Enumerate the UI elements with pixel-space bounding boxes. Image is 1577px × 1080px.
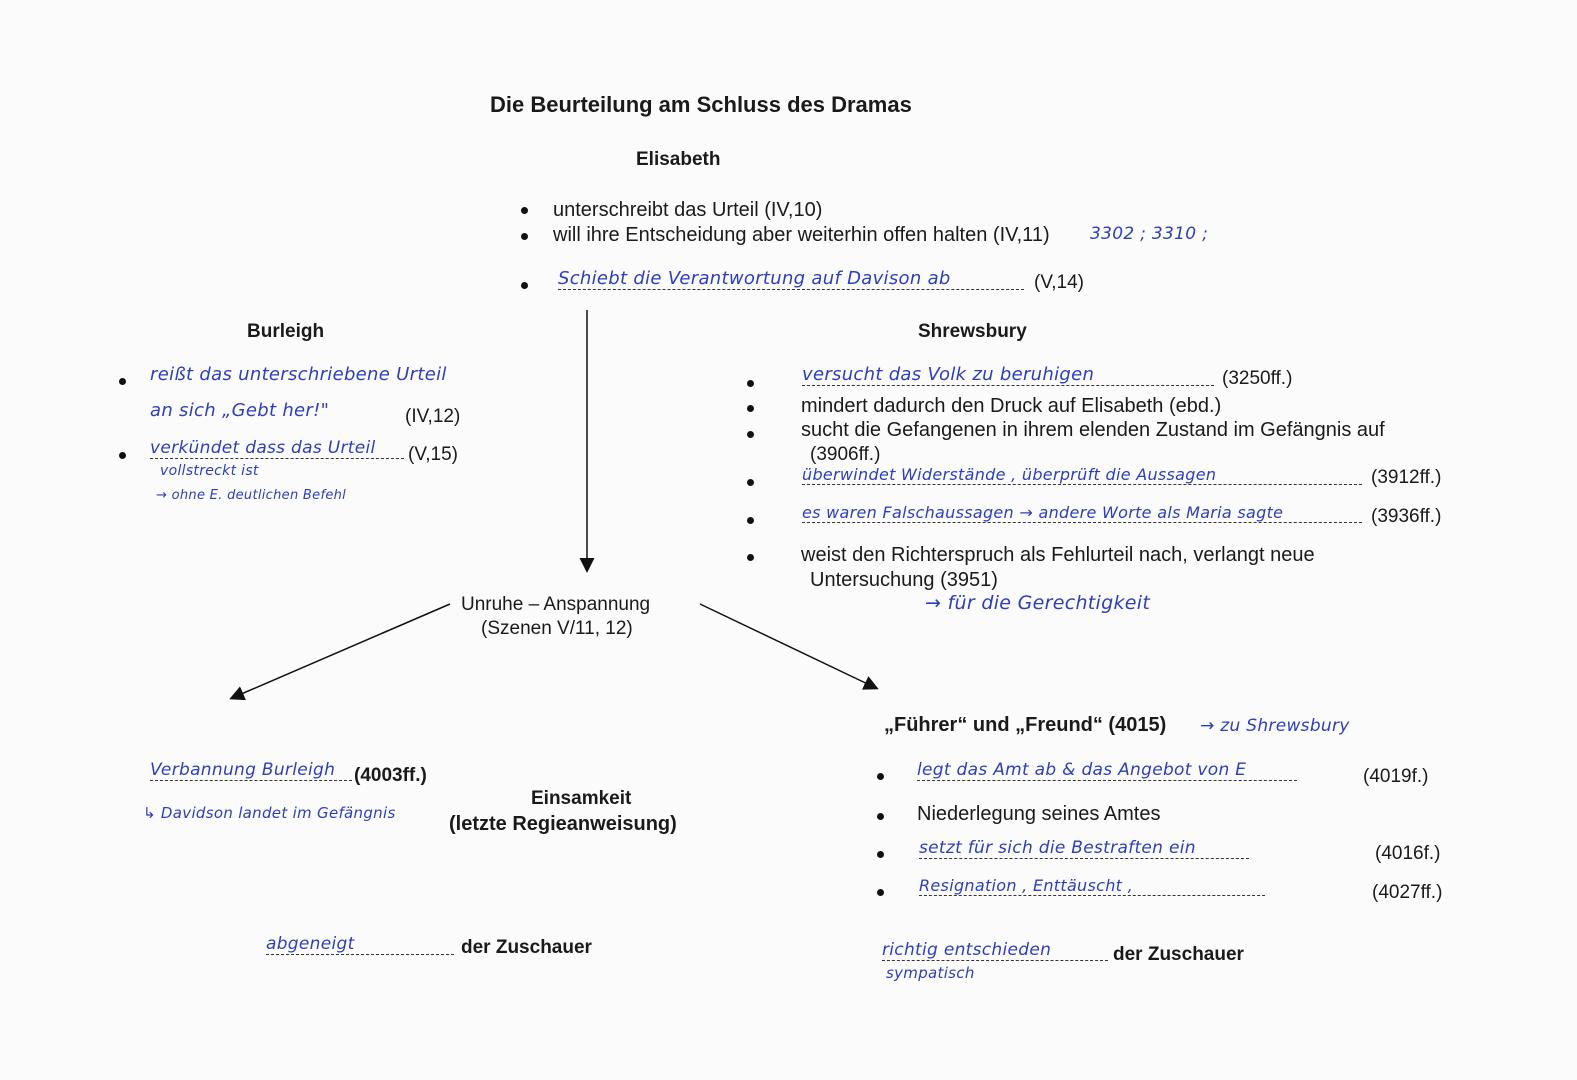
- bullet: [521, 233, 528, 240]
- center-line-2: (Szenen V/11, 12): [481, 618, 633, 639]
- burleigh-hw-1a: reißt das unterschriebene Urteil: [150, 364, 447, 385]
- shrewsbury-heading: Shrewsbury: [918, 321, 1027, 342]
- burleigh-hw-2b: vollstreckt ist: [160, 463, 259, 479]
- shrewsbury-item-6b: Untersuchung (3951): [810, 569, 998, 591]
- right-hw-5a: richtig entschieden: [882, 940, 1108, 961]
- right-item-2: Niederlegung seines Amtes: [917, 803, 1161, 825]
- shrewsbury-hw-4: überwindet Widerstände , überprüft die A…: [802, 465, 1362, 485]
- bullet: [747, 431, 754, 438]
- center-line-1: Unruhe – Anspannung: [461, 594, 651, 615]
- bullet: [119, 378, 126, 385]
- bullet: [747, 479, 754, 486]
- left-hw-2: ↳ Davidson landet im Gefängnis: [143, 804, 396, 822]
- bullet: [747, 380, 754, 387]
- bullet: [119, 452, 126, 459]
- elisabeth-item-1: unterschreibt das Urteil (IV,10): [553, 199, 823, 221]
- burleigh-ref-2: (V,15): [408, 444, 458, 465]
- bullet: [877, 889, 884, 896]
- shrewsbury-item-2: mindert dadurch den Druck auf Elisabeth …: [801, 395, 1222, 417]
- page-title: Die Beurteilung am Schluss des Dramas: [490, 92, 912, 117]
- burleigh-ref-1: (IV,12): [405, 406, 461, 427]
- right-ref-1: (4019f.): [1363, 766, 1429, 787]
- arrow-right: [699, 603, 879, 690]
- right-hw-4: Resignation , Enttäuscht ,: [919, 876, 1265, 896]
- shrewsbury-ref-5: (3936ff.): [1371, 506, 1442, 527]
- burleigh-heading: Burleigh: [247, 321, 325, 342]
- right-zuschauer: der Zuschauer: [1113, 944, 1244, 965]
- elisabeth-hw-item: Schiebt die Verantwortung auf Davison ab: [558, 268, 1024, 290]
- burleigh-hw-2a: verkündet dass das Urteil: [150, 438, 404, 459]
- bullet: [877, 813, 884, 820]
- einsamkeit-sub: (letzte Regieanweisung): [449, 813, 677, 835]
- burleigh-hw-2c: → ohne E. deutlichen Befehl: [156, 488, 347, 503]
- bullet: [521, 207, 528, 214]
- shrewsbury-hw-6: → für die Gerechtigkeit: [925, 592, 1151, 614]
- right-hw-5b: sympatisch: [886, 964, 975, 982]
- shrewsbury-item-3b: (3906ff.): [810, 444, 881, 465]
- elisabeth-hw-numbers: 3302 ; 3310 ;: [1090, 224, 1209, 244]
- left-ref-1: (4003ff.): [354, 765, 427, 786]
- right-ref-4: (4027ff.): [1372, 882, 1443, 903]
- shrewsbury-hw-5: es waren Falschaussagen → andere Worte a…: [802, 503, 1362, 523]
- bullet: [747, 554, 754, 561]
- burleigh-hw-1b: an sich „Gebt her!": [150, 400, 330, 421]
- elisabeth-item-2: will ihre Entscheidung aber weiterhin of…: [553, 224, 1050, 246]
- left-hw-1: Verbannung Burleigh: [150, 760, 352, 781]
- shrewsbury-item-6a: weist den Richterspruch als Fehlurteil n…: [801, 544, 1315, 566]
- arrow-left: [229, 603, 451, 701]
- shrewsbury-ref-1: (3250ff.): [1222, 368, 1293, 389]
- right-hw-3: setzt für sich die Bestraften ein: [919, 838, 1249, 859]
- elisabeth-ref-3: (V,14): [1034, 272, 1084, 293]
- einsamkeit-label: Einsamkeit: [531, 788, 632, 809]
- bullet: [747, 405, 754, 412]
- shrewsbury-item-3a: sucht die Gefangenen in ihrem elenden Zu…: [801, 419, 1385, 441]
- right-heading: „Führer“ und „Freund“ (4015): [884, 714, 1167, 736]
- shrewsbury-hw-1: versucht das Volk zu beruhigen: [802, 364, 1214, 386]
- bullet: [747, 517, 754, 524]
- right-hw-heading: → zu Shrewsbury: [1200, 716, 1350, 736]
- elisabeth-heading: Elisabeth: [636, 149, 721, 170]
- right-ref-3: (4016f.): [1375, 843, 1441, 864]
- left-hw-3: abgeneigt: [266, 934, 454, 955]
- bullet: [877, 773, 884, 780]
- left-zuschauer: der Zuschauer: [461, 937, 592, 958]
- bullet: [521, 282, 528, 289]
- right-hw-1: legt das Amt ab & das Angebot von E: [917, 760, 1297, 781]
- bullet: [877, 851, 884, 858]
- shrewsbury-ref-4: (3912ff.): [1371, 467, 1442, 488]
